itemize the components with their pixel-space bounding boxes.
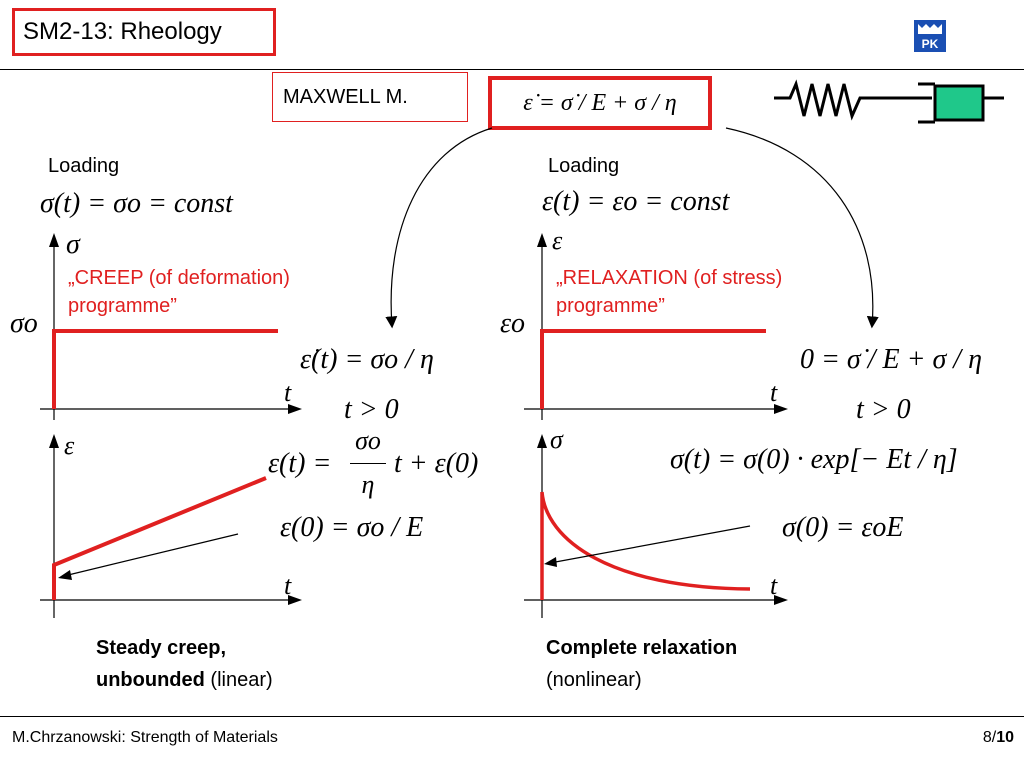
left-caption-line2: unbounded (linear) — [96, 669, 273, 691]
left-solution-lhs: ε(t) = — [268, 448, 332, 479]
right-solution-equation: σ(t) = σ(0) · exp[− Et / η] — [670, 444, 958, 475]
left-loading-equation: σ(t) = σo = const — [40, 188, 233, 219]
maxwell-equation-box: ε̇ = σ̇ / E + σ / η — [488, 76, 712, 130]
left-rate-equation: ε̇(t) = σo / η — [300, 344, 434, 375]
right-stress-response-graph: σ t — [524, 428, 788, 618]
right-rate-equation: 0 = σ̇ / E + σ / η — [800, 344, 982, 375]
right-top-x-axis-label: t — [770, 378, 778, 407]
left-caption-line1: Steady creep, — [96, 637, 227, 659]
right-bottom-x-axis-label: t — [770, 571, 778, 600]
left-strain-graph: ε t — [40, 431, 302, 618]
right-loading-label: Loading — [548, 155, 620, 177]
left-stress-graph: σ t — [40, 229, 302, 420]
left-program-line1: „CREEP (of deformation) — [68, 267, 290, 289]
right-top-y-axis-label: ε — [552, 226, 563, 255]
footer-divider — [0, 716, 1024, 717]
left-level-label: σo — [10, 308, 38, 339]
right-strain-input-graph: ε t — [524, 226, 788, 420]
left-loading-label: Loading — [48, 155, 120, 177]
left-bottom-y-axis-label: ε — [64, 431, 75, 460]
left-solution-rhs: t + ε(0) — [394, 448, 479, 479]
right-caption-line1: Complete relaxation — [546, 637, 738, 659]
left-program-line2: programme” — [68, 295, 177, 317]
left-solution-denominator: η — [361, 470, 375, 499]
right-bottom-y-axis-label: σ — [550, 428, 564, 454]
maxwell-model-icon — [774, 79, 1004, 124]
left-top-x-axis-label: t — [284, 378, 292, 407]
right-level-label: εo — [500, 308, 526, 339]
model-name-box: MAXWELL M. — [272, 72, 468, 122]
svg-text:PK: PK — [922, 37, 939, 51]
right-initial-equation: σ(0) = εoE — [782, 512, 904, 543]
left-solution-numerator: σo — [355, 426, 381, 455]
university-logo: PK — [912, 18, 948, 54]
left-bottom-x-axis-label: t — [284, 571, 292, 600]
right-program-line1: „RELAXATION (of stress) — [556, 267, 783, 289]
right-program-line2: programme” — [556, 295, 665, 317]
header-divider — [0, 69, 1024, 70]
left-solution-fraction-bar — [350, 463, 386, 464]
right-caption-line2: (nonlinear) — [546, 669, 642, 691]
slide-title: SM2-13: Rheology — [12, 8, 276, 56]
left-top-y-axis-label: σ — [66, 229, 81, 260]
footer-author: M.Chrzanowski: Strength of Materials — [12, 729, 278, 746]
maxwell-equation: ε̇ = σ̇ / E + σ / η — [523, 90, 677, 116]
right-loading-equation: ε(t) = εo = const — [542, 186, 730, 217]
left-initial-equation: ε(0) = σo / E — [280, 512, 424, 543]
left-t-condition: t > 0 — [344, 394, 399, 425]
right-t-condition: t > 0 — [856, 394, 911, 425]
page-number: 8/10 — [982, 729, 1014, 746]
